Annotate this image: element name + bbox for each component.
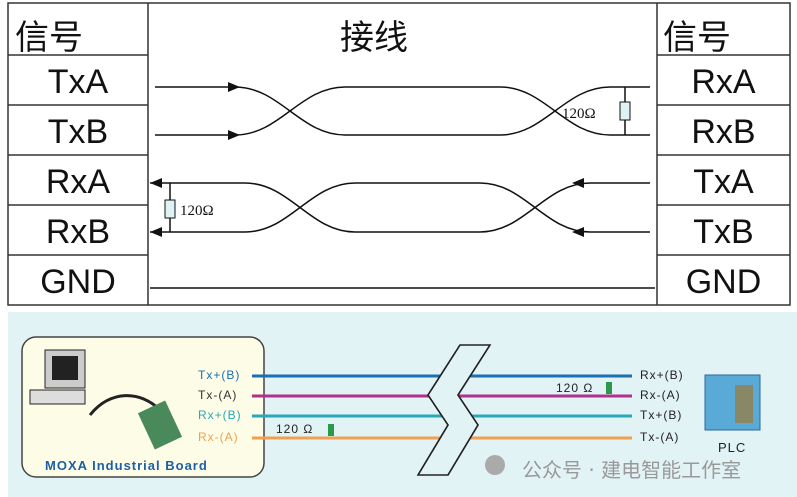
left-signal: TxA [47,63,109,101]
device-label: PLC [718,440,747,455]
watermark: 公众号 · 建电智能工作室 [522,458,742,482]
pin-label: Tx+(B) [198,368,241,382]
pin-label: Rx-(A) [640,388,681,402]
resistor-icon [619,101,631,121]
resistor-icon [606,382,612,394]
left-signal: RxB [45,213,111,251]
resistor-label: 120Ω [562,106,596,122]
resistor-label: 120 Ω [556,381,594,395]
resistor-icon [164,199,176,219]
pin-label: Tx-(A) [198,388,238,402]
pin-label: Tx+(B) [640,408,683,422]
resistor-label: 120Ω [180,203,214,219]
resistor-label: 120 Ω [276,422,314,436]
computer-icon [29,349,183,450]
right-signal: GND [685,263,762,301]
resistor-icon [328,424,334,436]
right-signal: RxB [691,113,756,151]
plc-icon [704,374,761,431]
left-signal: TxB [47,113,109,151]
left-signal: GND [40,263,116,301]
left-header: 信号 [15,18,83,58]
pin-label: Tx-(A) [640,430,680,444]
center-header: 接线 [340,18,408,58]
right-signal: TxB [693,213,754,251]
pin-label: Rx-(A) [198,430,239,444]
right-signal: RxA [691,63,756,101]
crossed-wires [150,86,655,289]
board-label: MOXA Industrial Board [45,458,208,473]
left-signal: RxA [45,163,111,201]
right-signal: TxA [693,163,754,201]
wechat-icon [485,455,505,475]
right-header: 信号 [663,18,731,58]
pin-label: Rx+(B) [640,368,684,382]
pin-label: Rx+(B) [198,408,242,422]
